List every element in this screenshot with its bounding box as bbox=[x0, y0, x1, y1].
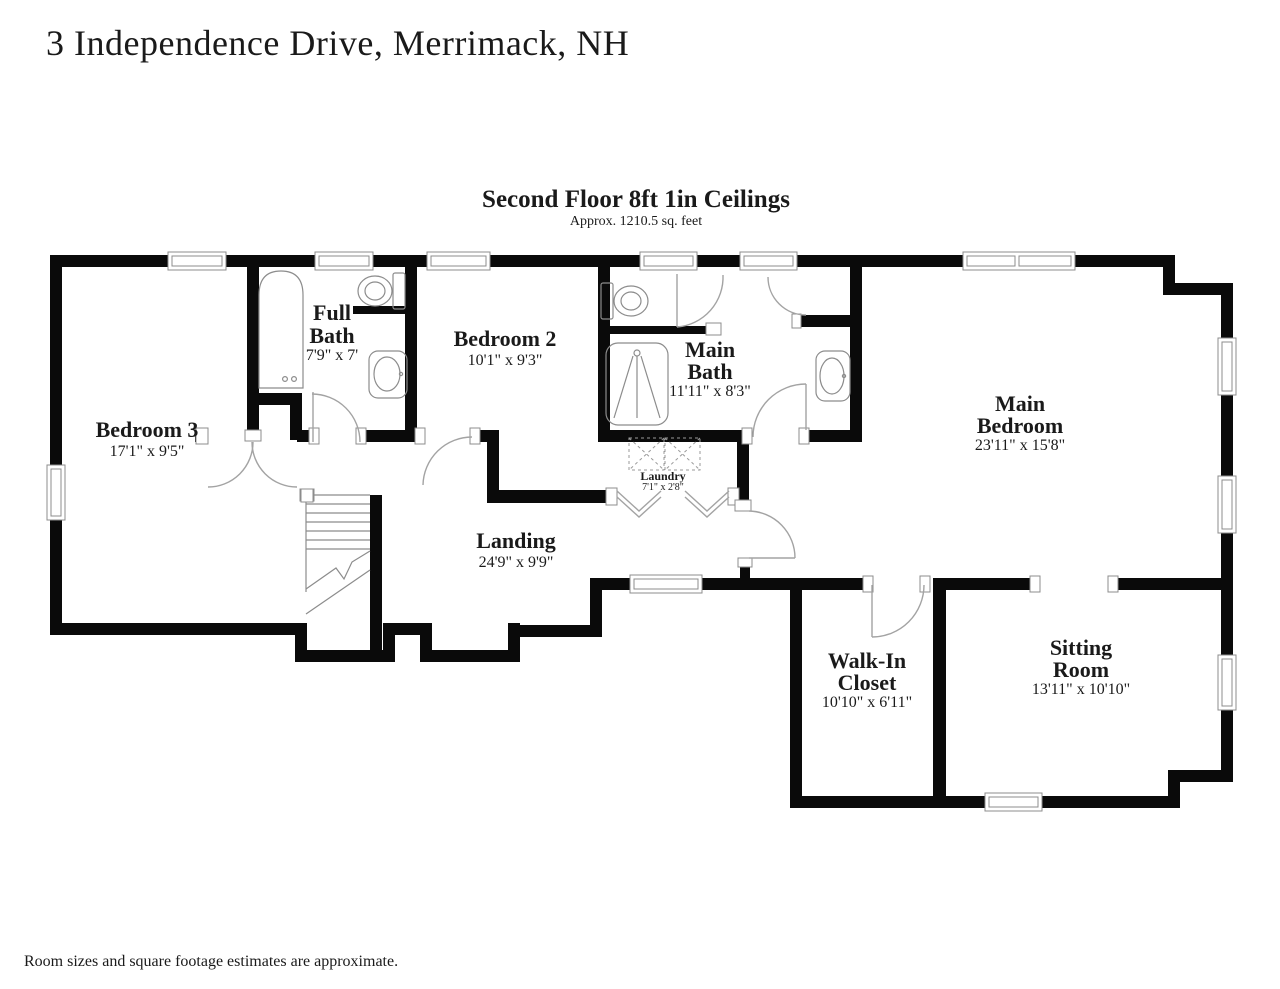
room-label-laundry: Laundry bbox=[640, 469, 685, 483]
fixtures bbox=[258, 270, 851, 471]
window bbox=[167, 251, 227, 271]
shower bbox=[605, 342, 669, 426]
window bbox=[46, 464, 66, 521]
sink bbox=[368, 350, 408, 399]
window bbox=[629, 574, 703, 594]
room-label-walk-in-closet-2: Closet bbox=[838, 670, 897, 695]
floor-title: Second Floor 8ft 1in Ceilings bbox=[482, 186, 790, 213]
room-label-full-bath-1: Full bbox=[313, 300, 351, 325]
bifold-door bbox=[684, 490, 730, 512]
room-label-main-bath-2: Bath bbox=[687, 359, 732, 384]
room-dims-sitting-room: 13'11" x 10'10" bbox=[1032, 681, 1130, 698]
room-label-bedroom3: Bedroom 3 bbox=[96, 417, 199, 442]
window bbox=[1217, 475, 1237, 534]
room-dims-bedroom3: 17'1" x 9'5" bbox=[110, 443, 185, 460]
sink bbox=[815, 350, 851, 402]
room-labels: Bedroom 3 17'1" x 9'5" Full Bath 7'9" x … bbox=[96, 300, 1131, 711]
window bbox=[1217, 654, 1237, 711]
windows bbox=[46, 251, 1237, 812]
room-label-bedroom2: Bedroom 2 bbox=[454, 326, 557, 351]
bathtub bbox=[258, 270, 304, 389]
closet-door-arc bbox=[871, 584, 925, 638]
window bbox=[314, 251, 374, 271]
room-dims-bedroom2: 10'1" x 9'3" bbox=[468, 352, 543, 369]
interior-walls bbox=[195, 267, 1221, 796]
stair-break-line bbox=[305, 569, 371, 615]
room-dims-main-bath: 11'11" x 8'3" bbox=[669, 383, 751, 400]
room-label-sitting-room-2: Room bbox=[1053, 657, 1109, 682]
full-bath-door-arc bbox=[311, 393, 361, 443]
room-dims-full-bath: 7'9" x 7' bbox=[306, 347, 358, 364]
stair-break-line bbox=[305, 550, 371, 590]
floor-subtitle: Approx. 1210.5 sq. feet bbox=[569, 214, 703, 229]
room-label-sitting-room-1: Sitting bbox=[1050, 635, 1112, 660]
room-label-main-bath-1: Main bbox=[685, 337, 735, 362]
window bbox=[739, 251, 798, 271]
room-dims-landing: 24'9" x 9'9" bbox=[479, 554, 554, 571]
window bbox=[984, 792, 1043, 812]
toilet bbox=[357, 272, 406, 310]
exterior-walls bbox=[50, 255, 1233, 808]
main-bath-entry-door-arc bbox=[752, 383, 807, 438]
room-label-landing: Landing bbox=[476, 528, 556, 553]
wall-end-caps bbox=[195, 313, 1119, 593]
footer-note: Room sizes and square footage estimates … bbox=[24, 953, 399, 970]
toilet bbox=[600, 282, 649, 320]
bedroom3-door-arc bbox=[207, 441, 254, 488]
bifold-door bbox=[616, 496, 662, 518]
stairs bbox=[300, 488, 371, 615]
main-bath-nook-door-arc bbox=[676, 274, 724, 328]
bifold-door bbox=[684, 496, 730, 518]
room-label-walk-in-closet-1: Walk-In bbox=[828, 648, 906, 673]
room-label-full-bath-2: Bath bbox=[309, 323, 354, 348]
room-dims-laundry: 7'1" x 2'8" bbox=[642, 482, 684, 493]
bedroom3-door-arc bbox=[251, 441, 298, 488]
room-label-main-bedroom-1: Main bbox=[995, 391, 1045, 416]
main-bath-closet-door-arc bbox=[767, 276, 807, 316]
room-label-main-bedroom-2: Bedroom bbox=[977, 413, 1063, 438]
bifold-door bbox=[616, 490, 662, 512]
bedroom2-door-arc bbox=[422, 436, 473, 486]
room-dims-walk-in-closet: 10'10" x 6'11" bbox=[822, 694, 912, 711]
doors bbox=[207, 274, 925, 638]
laundry-appliances bbox=[628, 437, 701, 471]
window bbox=[426, 251, 491, 271]
window bbox=[639, 251, 698, 271]
page-title: 3 Independence Drive, Merrimack, NH bbox=[46, 23, 630, 63]
window-double bbox=[962, 251, 1076, 271]
corridor-door-arc bbox=[748, 510, 796, 559]
room-dims-main-bedroom: 23'11" x 15'8" bbox=[975, 437, 1065, 454]
window bbox=[1217, 337, 1237, 396]
